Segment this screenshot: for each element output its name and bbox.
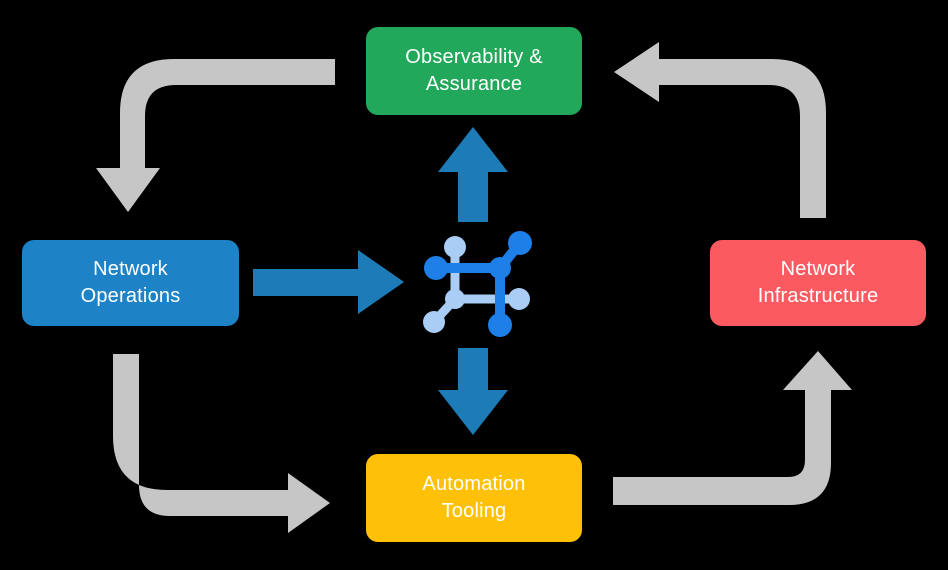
arrow-automation-tooling-to-network-infrastructure	[613, 351, 852, 505]
node-network-operations[interactable]: Network Operations	[22, 240, 239, 326]
arrow-center-to-automation-tooling	[438, 348, 508, 435]
node-observability-assurance[interactable]: Observability & Assurance	[366, 27, 582, 115]
network-icon-nodes	[423, 231, 532, 337]
node-network-infrastructure-label: Network Infrastructure	[757, 258, 879, 307]
node-observability-assurance-label: Observability & Assurance	[405, 46, 543, 95]
arrow-observability-to-network-operations	[96, 59, 335, 212]
arrow-center-to-observability	[438, 127, 508, 222]
arrow-network-infrastructure-to-observability	[614, 42, 826, 218]
arrow-network-operations-to-center	[253, 250, 404, 314]
network-icon-links	[430, 239, 524, 326]
node-network-infrastructure[interactable]: Network Infrastructure	[710, 240, 926, 326]
node-network-operations-label: Network Operations	[80, 258, 181, 307]
node-automation-tooling[interactable]: Automation Tooling	[366, 454, 582, 542]
arrow-network-operations-to-automation-tooling	[113, 354, 330, 533]
node-automation-tooling-label: Automation Tooling	[422, 473, 526, 522]
